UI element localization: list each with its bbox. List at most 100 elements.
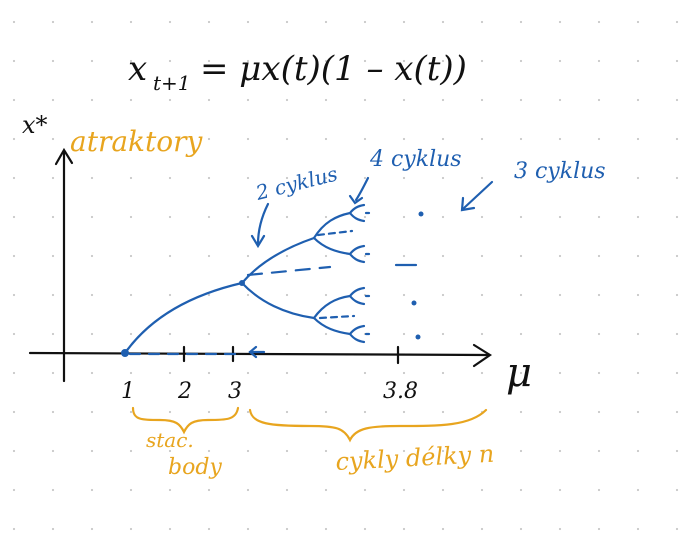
- grid-dot: [636, 20, 640, 24]
- grid-dot: [285, 20, 289, 24]
- grid-dot: [441, 98, 445, 102]
- grid-dot: [12, 137, 16, 141]
- grid-dot: [558, 215, 562, 219]
- grid-dot: [597, 137, 601, 141]
- grid-dot: [51, 488, 55, 492]
- grid-dot: [636, 98, 640, 102]
- grid-dot: [636, 254, 640, 258]
- grid-dot: [246, 488, 250, 492]
- grid-dot: [168, 449, 172, 453]
- grid-dot: [402, 59, 406, 63]
- grid-dot: [597, 527, 601, 531]
- grid-dot: [168, 215, 172, 219]
- grid-dot: [363, 98, 367, 102]
- grid-dot: [519, 371, 523, 375]
- grid-dot: [168, 293, 172, 297]
- grid-dot: [324, 20, 328, 24]
- grid-dot: [519, 332, 523, 336]
- grid-dot: [90, 254, 94, 258]
- grid-dot: [246, 215, 250, 219]
- grid-dot: [402, 293, 406, 297]
- period-8-b: [348, 211, 366, 223]
- grid-dot: [207, 488, 211, 492]
- axes: [28, 147, 493, 383]
- grid-dot: [480, 176, 484, 180]
- grid-dot: [51, 332, 55, 336]
- grid-dot: [12, 527, 16, 531]
- grid-dot: [519, 293, 523, 297]
- grid-dot: [675, 20, 679, 24]
- grid-dot: [480, 137, 484, 141]
- grid-dot: [90, 20, 94, 24]
- grid-dot: [441, 410, 445, 414]
- grid-dot: [246, 410, 250, 414]
- grid-dot: [129, 176, 133, 180]
- grid-dot: [129, 332, 133, 336]
- grid-dot: [285, 449, 289, 453]
- period-8-h: [348, 332, 366, 344]
- grid-dot: [51, 215, 55, 219]
- grid-dot: [558, 176, 562, 180]
- grid-dot: [324, 215, 328, 219]
- grid-dot: [246, 332, 250, 336]
- grid-dot: [363, 449, 367, 453]
- grid-dot: [168, 332, 172, 336]
- x-axis-arrow: [472, 343, 493, 368]
- grid-dot: [168, 98, 172, 102]
- bifurcation-point: [239, 280, 245, 286]
- grid-dot: [129, 449, 133, 453]
- grid-dot: [90, 410, 94, 414]
- grid-dot: [285, 293, 289, 297]
- period-4-upper-dashed: [316, 229, 354, 237]
- grid-dot: [129, 488, 133, 492]
- grid-dot: [129, 371, 133, 375]
- grid-dot: [519, 254, 523, 258]
- four-cycle-label: 4 cyklus: [369, 147, 462, 172]
- two-cycle-arrowhead: [250, 234, 266, 249]
- x-axis-label: μ: [506, 350, 532, 396]
- grid-dot: [168, 488, 172, 492]
- grid-dot: [168, 20, 172, 24]
- grid-dot: [597, 410, 601, 414]
- grid-dot: [129, 59, 133, 63]
- grid-dot: [246, 449, 250, 453]
- grid-dot: [246, 137, 250, 141]
- two-cycle-label: 2 cyklus: [252, 161, 340, 205]
- period-4-upper-b: [312, 236, 352, 256]
- grid-dot: [558, 449, 562, 453]
- period-2-upper: [240, 236, 316, 285]
- grid-dot: [441, 254, 445, 258]
- grid-dot: [324, 410, 328, 414]
- grid-dot: [51, 59, 55, 63]
- period-4-upper-a: [312, 211, 352, 240]
- grid-dot: [675, 488, 679, 492]
- grid-dot: [90, 332, 94, 336]
- grid-dot: [324, 332, 328, 336]
- grid-dot: [519, 215, 523, 219]
- grid-dot: [402, 20, 406, 24]
- grid-dot: [246, 371, 250, 375]
- grid-dot: [402, 137, 406, 141]
- grid-dot: [285, 488, 289, 492]
- grid-dot: [12, 488, 16, 492]
- grid-dot: [636, 137, 640, 141]
- grid-dot: [51, 449, 55, 453]
- grid-dot: [675, 59, 679, 63]
- four-cycle-arrow: [354, 176, 370, 202]
- grid-dot: [636, 371, 640, 375]
- grid-dot: [480, 98, 484, 102]
- grid-dot: [636, 215, 640, 219]
- grid-dot: [168, 371, 172, 375]
- four-cycle-arrowhead: [348, 194, 364, 205]
- grid-dot: [519, 410, 523, 414]
- grid-dot: [90, 449, 94, 453]
- period-8-g: [348, 324, 366, 336]
- axis-arrow-head: [248, 345, 258, 359]
- grid-dot: [675, 371, 679, 375]
- grid-dot: [285, 254, 289, 258]
- grid-dot: [12, 98, 16, 102]
- grid-dot: [207, 98, 211, 102]
- grid-dot: [519, 176, 523, 180]
- grid-dot: [285, 176, 289, 180]
- y-axis-label: x*: [22, 111, 48, 139]
